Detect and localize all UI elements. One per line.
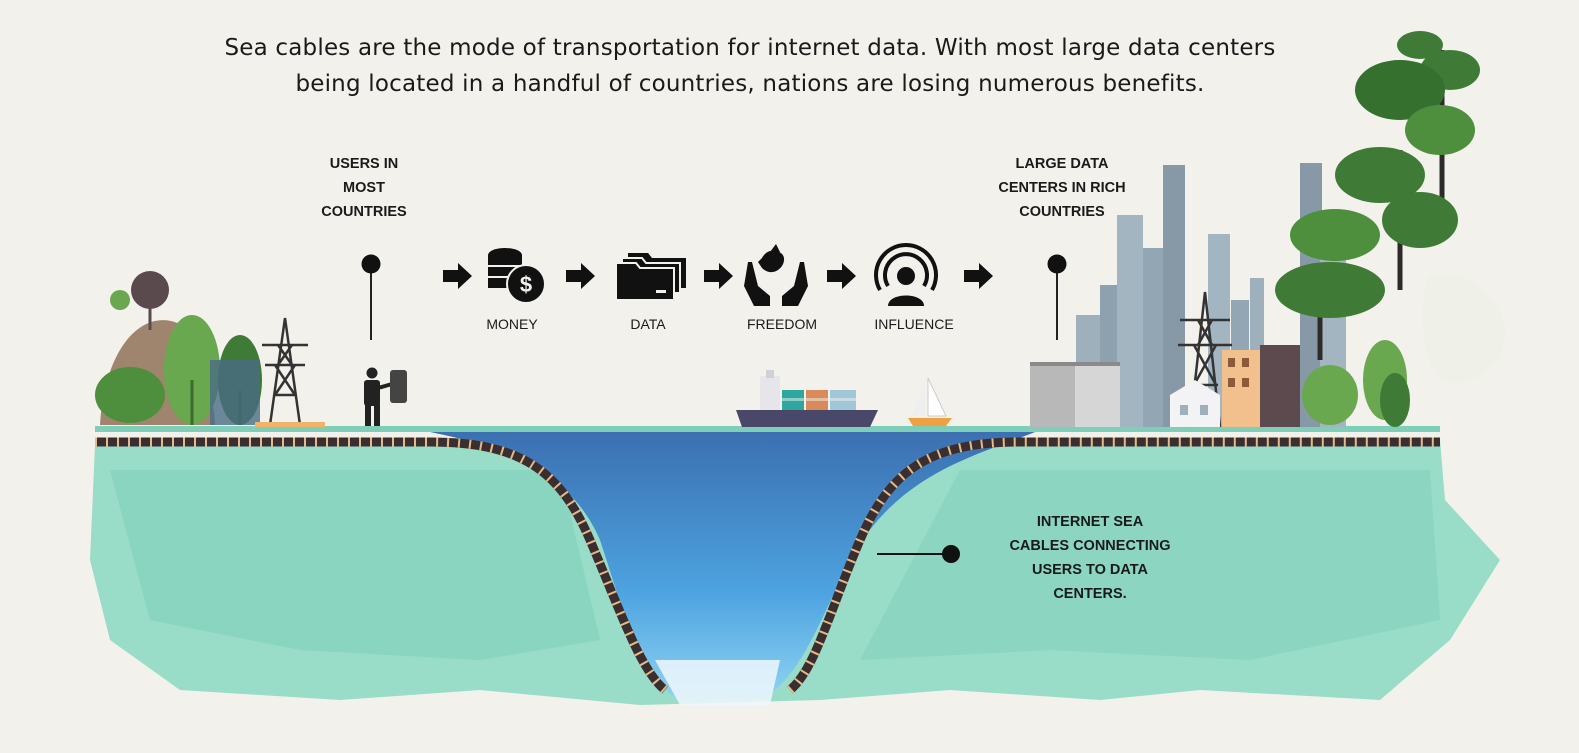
tree-icon (164, 315, 220, 425)
flow-label-influence: INFLUENCE (874, 316, 954, 332)
datacenter-pin (1047, 254, 1067, 340)
broadcast-person-icon (874, 243, 938, 306)
tree-icon (1355, 60, 1445, 120)
callout-line: USERS TO DATA (1031, 562, 1148, 578)
houses (1170, 345, 1300, 427)
arrow-right-icon (704, 263, 733, 289)
sea-cable (95, 437, 1440, 694)
flow-label-money: MONEY (486, 316, 538, 332)
cable-callout-pointer (877, 545, 960, 563)
callout-line: CENTERS IN RICH (998, 180, 1126, 196)
right-trees (1275, 31, 1505, 427)
headline-line-1: Sea cables are the mode of transportatio… (224, 35, 1276, 61)
hands-dove-icon (744, 244, 808, 306)
container-ship-icon (736, 370, 878, 427)
arrow-right-icon (566, 263, 595, 289)
arrow-right-icon (443, 263, 472, 289)
flow-label-data: DATA (630, 316, 666, 332)
users-pin (361, 254, 381, 340)
callout-line: MOST (343, 180, 385, 196)
callout-line: CENTERS. (1053, 586, 1127, 602)
ground-line (95, 426, 1440, 432)
arrow-right-icon (964, 263, 993, 289)
callout-line: CABLES CONNECTING (1009, 538, 1171, 554)
flow-label-freedom: FREEDOM (747, 316, 817, 332)
tree-icon (131, 271, 169, 309)
left-landscape (95, 271, 325, 427)
callout-line: COUNTRIES (321, 204, 407, 220)
callout-line: COUNTRIES (1019, 204, 1105, 220)
headline-line-2: being located in a handful of countries,… (295, 71, 1205, 97)
coins-dollar-icon: $ (488, 248, 546, 304)
callout-line: USERS IN (329, 156, 399, 172)
callout-line: LARGE DATA (1015, 156, 1109, 172)
svg-text:$: $ (520, 272, 532, 297)
data-center-building-icon (1030, 362, 1120, 427)
headline: Sea cables are the mode of transportatio… (160, 30, 1340, 102)
user-with-phone-icon (364, 367, 407, 426)
folders-icon (615, 253, 686, 301)
users-callout: USERS IN MOST COUNTRIES (304, 152, 424, 224)
power-pylon-icon (262, 317, 308, 426)
arrow-right-icon (827, 263, 856, 289)
flow-arrows (443, 263, 993, 289)
callout-line: INTERNET SEA (1036, 514, 1144, 530)
datacenters-callout: LARGE DATA CENTERS IN RICH COUNTRIES (982, 152, 1142, 224)
cables-callout: INTERNET SEA CABLES CONNECTING USERS TO … (995, 510, 1185, 606)
tree-icon (1397, 31, 1443, 59)
sailboat-icon (908, 377, 952, 426)
